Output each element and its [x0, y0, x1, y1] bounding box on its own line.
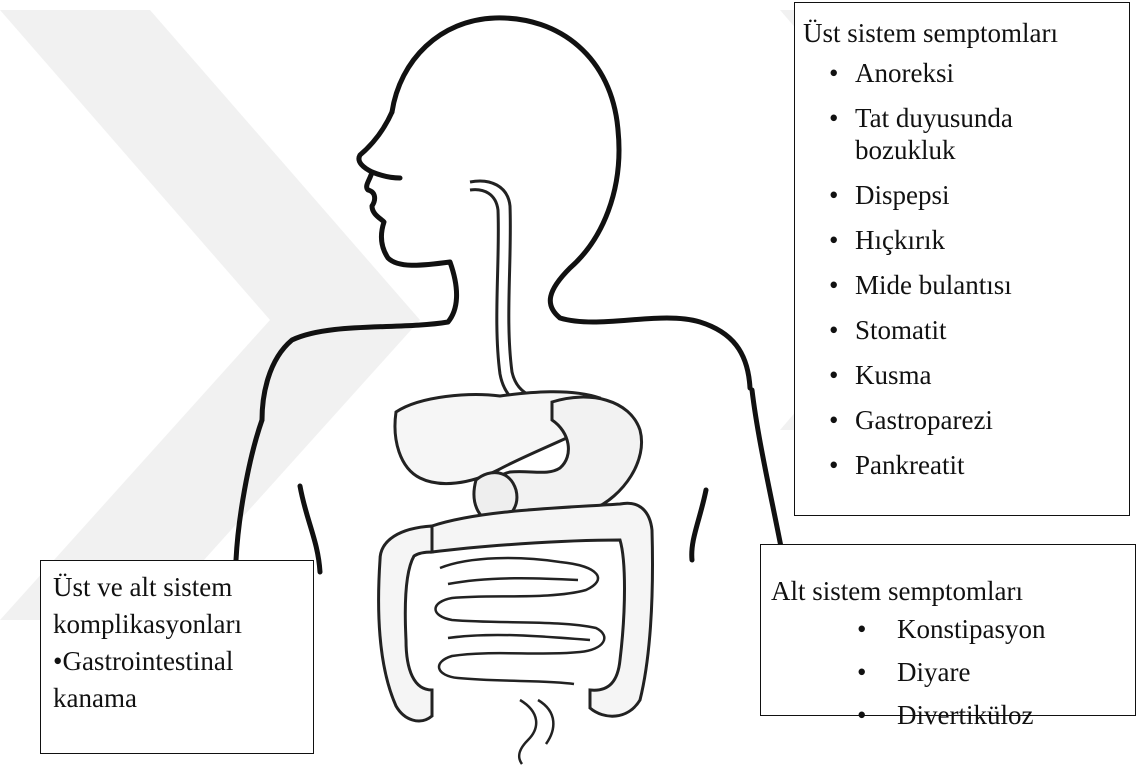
list-item: Anoreksi	[803, 57, 1129, 89]
list-item: Hıçkırık	[803, 224, 1129, 256]
list-item: Konstipasyon	[771, 613, 1135, 645]
small-intestine	[436, 558, 605, 764]
esophagus	[470, 181, 552, 412]
list-item: Divertiküloz	[771, 699, 1135, 731]
list-item: Tat duyusunda bozukluk	[803, 102, 1045, 166]
large-intestine	[379, 503, 653, 721]
lower-symptom-list: Konstipasyon Diyare Divertiküloz	[771, 613, 1135, 731]
complications-box: Üst ve alt sistem komplikasyonları •Gast…	[40, 560, 314, 754]
upper-system-title: Üst sistem semptomları	[803, 17, 1129, 49]
list-item: Dispepsi	[803, 179, 1129, 211]
complication-item: •Gastrointestinal	[53, 643, 313, 680]
lower-system-symptoms-box: Alt sistem semptomları Konstipasyon Diya…	[760, 544, 1136, 716]
complications-title-line-1: Üst ve alt sistem	[53, 569, 313, 606]
list-item: Gastroparezi	[803, 404, 1129, 436]
list-item: Mide bulantısı	[803, 269, 1129, 301]
list-item: Kusma	[803, 359, 1129, 391]
complications-title-line-2: komplikasyonları	[53, 606, 313, 643]
list-item: Pankreatit	[803, 449, 1129, 481]
upper-symptom-list: Anoreksi Tat duyusunda bozukluk Dispepsi…	[803, 57, 1129, 481]
upper-system-symptoms-box: Üst sistem semptomları Anoreksi Tat duyu…	[794, 2, 1130, 516]
lower-system-title: Alt sistem semptomları	[771, 575, 1135, 607]
list-item: Diyare	[771, 656, 1135, 688]
complication-item-continued: kanama	[53, 680, 313, 717]
list-item: Stomatit	[803, 314, 1129, 346]
